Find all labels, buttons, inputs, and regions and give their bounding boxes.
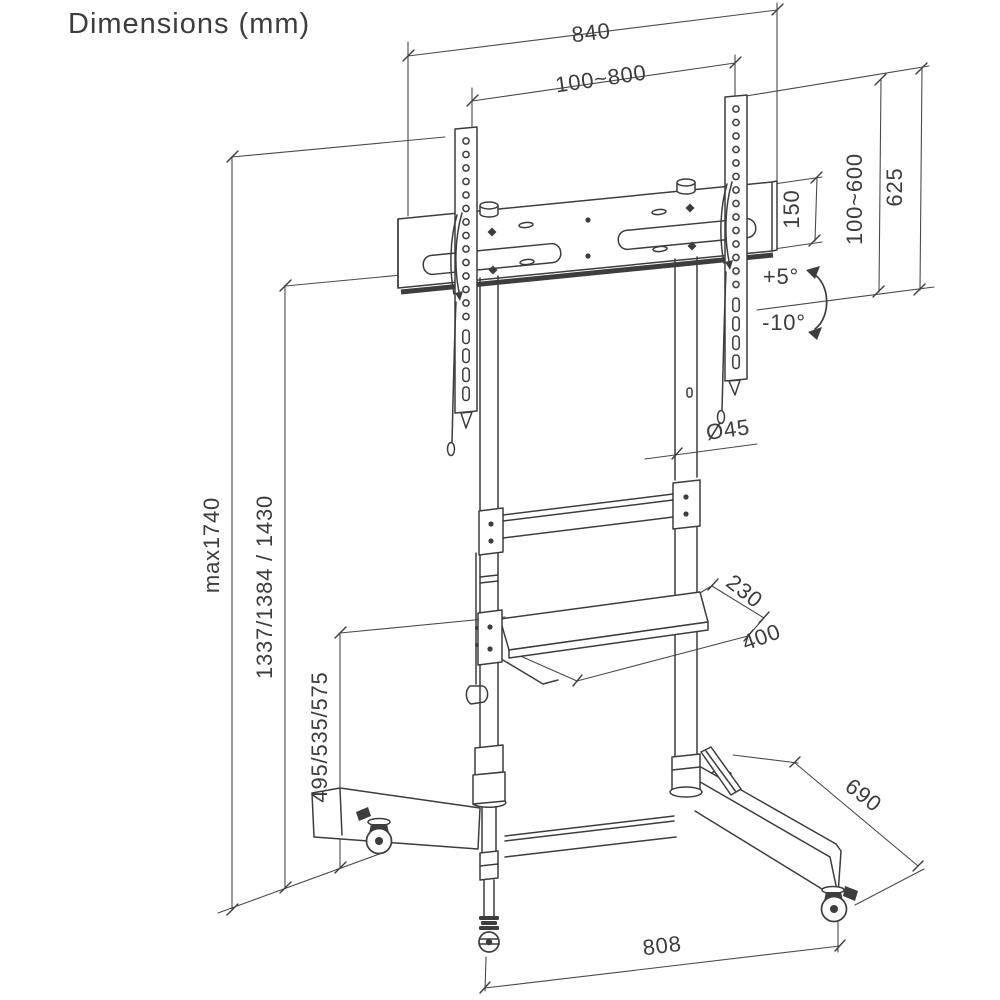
leg-right-fill <box>694 766 838 896</box>
dim-line-100-800 <box>471 62 736 102</box>
dim-230-label: 230 <box>722 569 768 613</box>
tilt-down-label: -10° <box>762 310 806 335</box>
vesa-rail-left <box>446 126 478 457</box>
dim-diameter-label: Ø45 <box>704 414 751 445</box>
dim-400-label: 400 <box>739 619 784 656</box>
leg-left <box>311 787 481 850</box>
bolt-icon <box>488 265 498 275</box>
dim-line-400 <box>576 635 749 682</box>
bolt-icon <box>687 241 697 251</box>
dim-line-100-600 <box>878 79 882 293</box>
arrow-up-icon <box>806 266 820 279</box>
crossbar-clamp-right <box>672 479 701 530</box>
dim-line-230 <box>711 585 765 619</box>
shelf <box>477 591 709 685</box>
bolt-icon <box>487 227 497 237</box>
dim-line-808 <box>484 945 841 989</box>
dim-max1740-label: max1740 <box>199 497 224 593</box>
caster-center <box>478 916 500 953</box>
plate-slot-right <box>617 217 757 251</box>
labels: Dimensions (mm) 840 100~800 150 100~600 … <box>68 8 907 960</box>
leader-line-diameter <box>644 443 758 460</box>
bolt-icon <box>685 203 695 213</box>
crossbar-clamp-left <box>478 507 504 556</box>
dim-column-heights-label: 1337/1384 / 1430 <box>252 495 277 679</box>
cable-hook-icon <box>465 685 489 705</box>
caster-right <box>820 885 858 923</box>
tilt-indicator <box>806 266 828 340</box>
dim-line-840 <box>407 9 778 57</box>
arrow-down-icon <box>808 327 822 340</box>
caster-left <box>356 807 393 855</box>
shelf-clamp <box>477 609 503 666</box>
dim-150-label: 150 <box>779 189 804 228</box>
tilt-up-label: +5° <box>763 264 799 289</box>
dim-100-800-label: 100~800 <box>554 60 649 98</box>
dim-line-690 <box>794 762 919 867</box>
page-title: Dimensions (mm) <box>68 8 310 40</box>
dim-shelf-heights-label: 495/535/575 <box>307 671 332 802</box>
dim-690-label: 690 <box>841 773 887 817</box>
dimension-ticks <box>226 3 928 994</box>
dimension-lines <box>407 9 923 989</box>
pole-left-junction <box>474 744 504 776</box>
dim-808-label: 808 <box>641 931 683 961</box>
dim-line-625 <box>919 68 923 291</box>
middle-crossbar <box>478 479 701 556</box>
extension-lines <box>217 2 935 992</box>
dim-840-label: 840 <box>570 18 612 48</box>
vesa-rail-right <box>716 94 748 425</box>
dim-625-label: 625 <box>882 167 907 206</box>
dim-100-600-label: 100~600 <box>842 153 867 245</box>
base <box>311 744 858 953</box>
dim-line-150 <box>814 177 818 242</box>
pole-right <box>674 256 698 758</box>
